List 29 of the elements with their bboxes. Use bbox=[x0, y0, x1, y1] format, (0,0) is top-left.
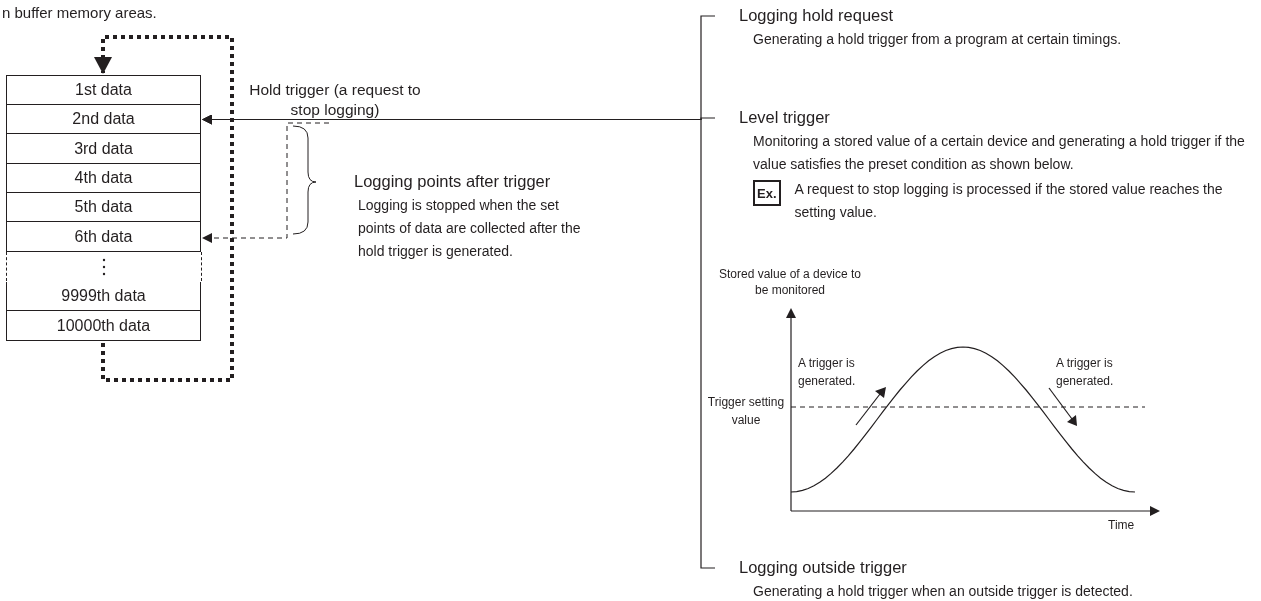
arrow bbox=[202, 122, 330, 243]
data-row: 9999th data bbox=[6, 282, 201, 311]
loop-arrow bbox=[94, 35, 234, 382]
label-text: Stored value of a device to be monitored bbox=[717, 266, 863, 298]
label-text: n buffer memory areas. bbox=[2, 4, 158, 22]
section-heading: Logging outside trigger bbox=[739, 558, 907, 576]
label-text: A trigger is generated. bbox=[1056, 355, 1115, 390]
description-text: Logging is stopped when the set points of data are collected after the hold trigger is generated. bbox=[358, 197, 581, 259]
omitted-rows bbox=[6, 252, 202, 281]
data-row: 6th data bbox=[6, 222, 201, 252]
section-heading: Level trigger bbox=[739, 108, 830, 126]
data-row: 5th data bbox=[6, 193, 201, 222]
label-text: A trigger is generated. bbox=[798, 355, 857, 390]
data-row: 3rd data bbox=[6, 134, 201, 164]
data-row: 4th data bbox=[6, 164, 201, 193]
data-row: 10000th data bbox=[6, 311, 201, 341]
section-heading: Logging points after trigger bbox=[354, 172, 551, 190]
label-text: Trigger setting value bbox=[706, 394, 786, 429]
data-row: 1st data bbox=[6, 75, 201, 105]
label-text: Hold trigger (a request to stop logging) bbox=[248, 80, 422, 120]
section-heading: Logging hold request bbox=[739, 6, 894, 24]
description-text: Generating a hold trigger when an outside trigger is detected. bbox=[753, 583, 1133, 599]
example-text: A request to stop logging is processed if the stored value reaches the setting value. bbox=[794, 181, 1223, 220]
data-row: 2nd data bbox=[6, 105, 201, 134]
label-text: Time bbox=[1108, 517, 1136, 534]
description-text: Generating a hold trigger from a program at certain timings. bbox=[753, 31, 1122, 47]
description-text: Monitoring a stored value of a certain device and generating a hold trigger if the value satisfies the preset condition as shown below. bbox=[753, 133, 1245, 172]
example-marker: Ex. bbox=[753, 180, 781, 206]
arrow bbox=[202, 114, 716, 569]
